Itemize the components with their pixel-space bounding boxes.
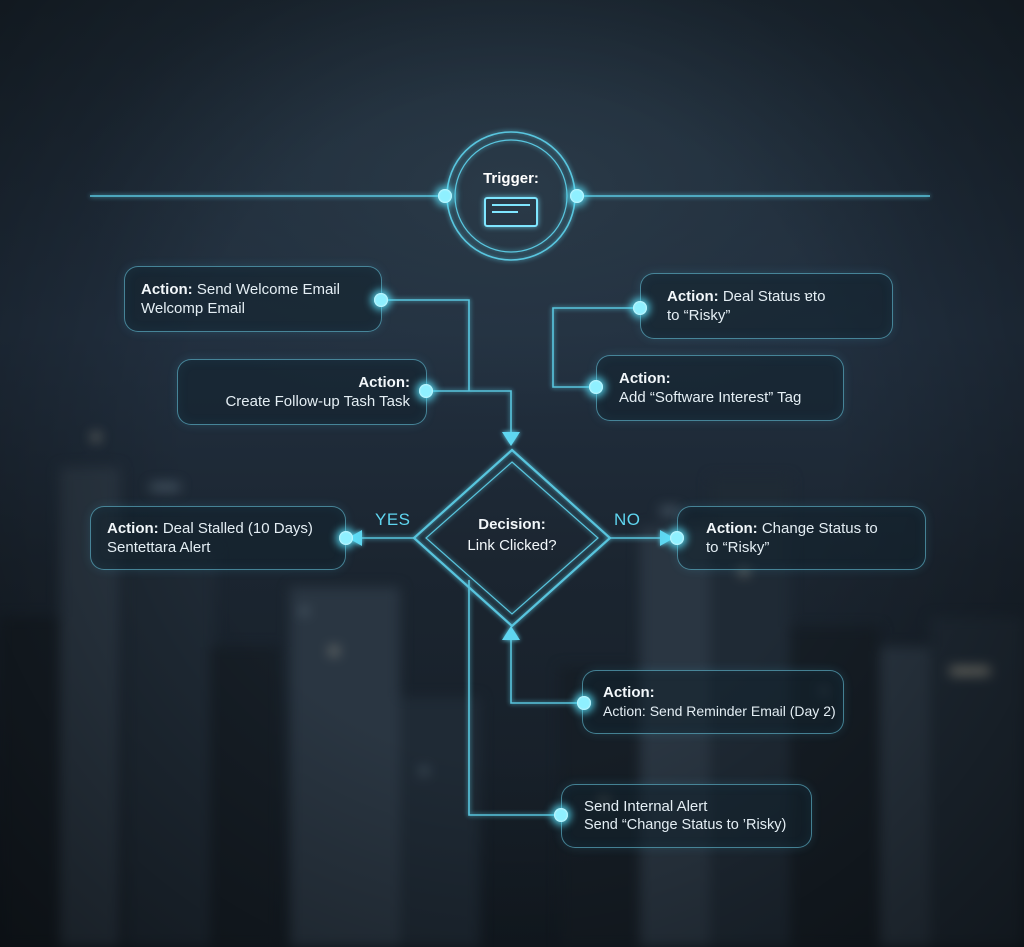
port-reminder[interactable] (577, 696, 591, 710)
node-text: Welcomp Email (141, 300, 245, 317)
trigger-port-right[interactable] (570, 189, 584, 203)
connector-followup-to-decision (426, 390, 512, 438)
connector-welcome (381, 299, 470, 391)
node-text: Create Follow-up Tash Task (225, 393, 410, 410)
branch-yes-label: YES (375, 510, 411, 529)
node-send-internal-alert[interactable]: Send Internal Alert Send “Change Status … (561, 784, 812, 848)
arrow-into-decision (502, 432, 520, 446)
trigger-port-left[interactable] (438, 189, 452, 203)
decision-diamond-inner (425, 461, 599, 615)
node-action-label: Action: (619, 370, 671, 387)
decision-question: Link Clicked? (467, 537, 557, 554)
node-text: Deal Stalled (10 Days) (162, 520, 313, 537)
decision-diamond-outer (412, 448, 612, 628)
connector-status-to-tag (552, 307, 640, 388)
port-deal-status[interactable] (633, 301, 647, 315)
city-skyline-backdrop (0, 387, 1024, 947)
node-action-label: Action: (358, 374, 410, 391)
port-change-status[interactable] (670, 531, 684, 545)
node-action-label: Action: (603, 684, 655, 701)
node-send-reminder-email[interactable]: Action: Action: Send Reminder Email (Day… (582, 670, 844, 734)
connector-internal-alert (468, 580, 561, 816)
node-deal-status-risky[interactable]: Action: Deal Status ɐto to “Risky” (640, 273, 893, 339)
node-text: Add “Software Interest” Tag (619, 389, 802, 406)
port-internal-alert[interactable] (554, 808, 568, 822)
port-deal-stalled[interactable] (339, 531, 353, 545)
node-action-label: Action: (107, 520, 159, 537)
decision-node[interactable]: Decision: Link Clicked? (452, 514, 572, 556)
node-text: Send “Change Status to ’Risky) (584, 817, 787, 833)
node-deal-stalled-alert[interactable]: Action: Deal Stalled (10 Days) Sentettar… (90, 506, 346, 570)
node-text: Action: Send Reminder Email (Day 2) (603, 703, 836, 719)
node-text: Change Status to (761, 520, 878, 537)
node-text: Deal Status ɐto (722, 288, 826, 305)
port-follow-up[interactable] (419, 384, 433, 398)
node-action-label: Action: (706, 520, 758, 537)
trigger-label: Trigger: (483, 170, 539, 187)
trigger-node[interactable]: Trigger: (445, 136, 577, 260)
node-text: to “Risky” (706, 539, 770, 556)
node-action-label: Action: (141, 281, 193, 298)
node-change-status-risky[interactable]: Action: Change Status to to “Risky” (677, 506, 926, 570)
arrow-from-reminder (502, 626, 520, 640)
node-send-welcome-email[interactable]: Action: Send Welcome Email Welcomp Email (124, 266, 382, 332)
node-text: Send Welcome Email (196, 281, 340, 298)
trigger-ring-inner (454, 139, 568, 253)
node-action-label: Action: (667, 288, 719, 305)
branch-no-label: NO (614, 510, 641, 529)
node-text: Send Internal Alert (584, 798, 708, 815)
node-add-software-interest-tag[interactable]: Action: Add “Software Interest” Tag (596, 355, 844, 421)
node-text: to “Risky” (667, 307, 731, 324)
node-text: Sentettara Alert (107, 539, 211, 556)
arrow-no (660, 530, 674, 546)
port-welcome-email[interactable] (374, 293, 388, 307)
node-create-follow-up-task[interactable]: Action: Create Follow-up Tash Task (177, 359, 427, 425)
connector-reminder (510, 636, 589, 704)
port-software-tag[interactable] (589, 380, 603, 394)
email-icon (484, 197, 538, 227)
arrow-yes (348, 530, 362, 546)
decision-label: Decision: (478, 516, 546, 533)
